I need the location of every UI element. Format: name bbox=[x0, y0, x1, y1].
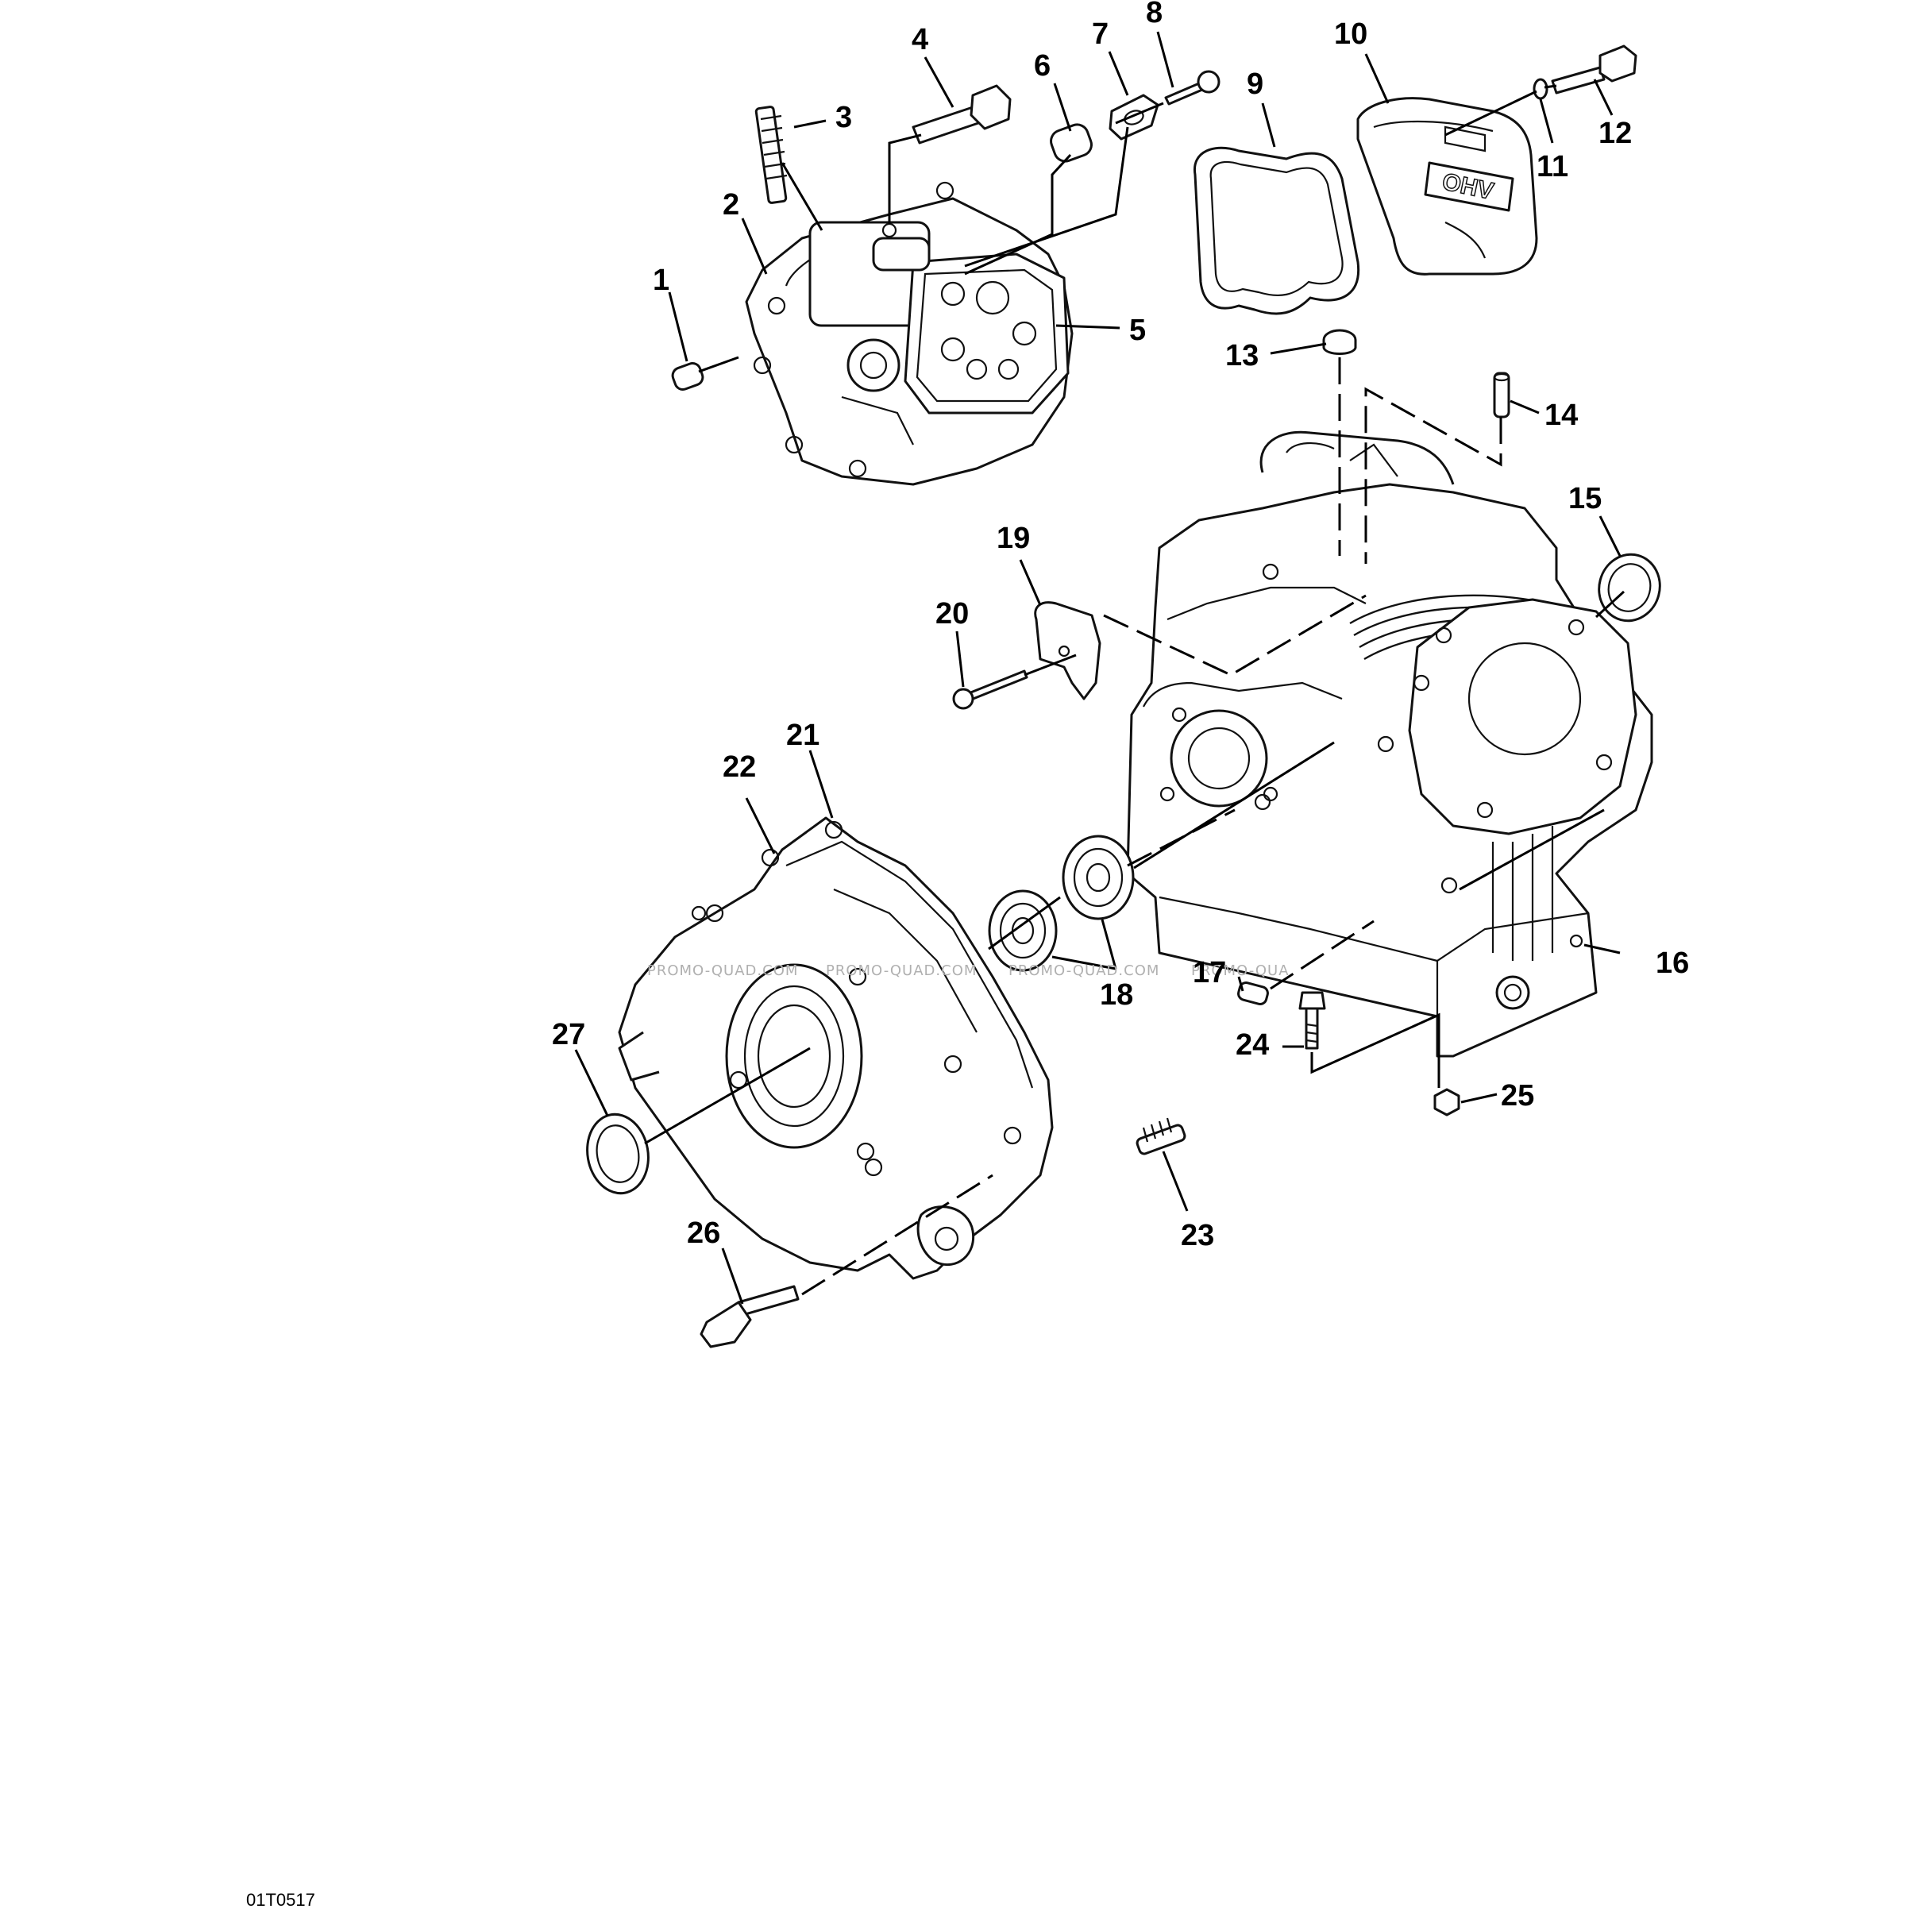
part-20-screw bbox=[952, 669, 1028, 710]
watermark: PROMO-QUAD.COM PROMO-QUAD.COM PROMO-QUAD… bbox=[647, 962, 1290, 979]
part-1-dowel-pin bbox=[671, 362, 704, 391]
callout-9: 9 bbox=[1247, 67, 1263, 101]
callout-12: 12 bbox=[1598, 117, 1632, 150]
callout-25: 25 bbox=[1501, 1079, 1534, 1113]
callout-17: 17 bbox=[1193, 956, 1226, 989]
callout-15: 15 bbox=[1568, 482, 1602, 515]
part-13-plug bbox=[1322, 329, 1357, 355]
watermark-text: PROMO-QUAD.COM bbox=[1008, 962, 1159, 979]
callout-11: 11 bbox=[1537, 150, 1568, 183]
part-16-crankcase bbox=[1126, 430, 1653, 1058]
callout-14: 14 bbox=[1544, 399, 1578, 432]
part-9-cover-gasket bbox=[1194, 146, 1360, 315]
part-6-rocker-pivot bbox=[1050, 123, 1093, 163]
callout-numbers: 1 2 3 4 5 6 7 8 9 10 11 12 13 14 15 16 1… bbox=[552, 0, 1689, 1252]
callout-3: 3 bbox=[835, 101, 852, 134]
part-18-bearing-outer bbox=[1062, 835, 1135, 920]
part-26-bolt bbox=[700, 1285, 800, 1348]
drawing-code: 01T0517 bbox=[246, 1890, 315, 1910]
part-3-stud bbox=[754, 106, 788, 204]
part-21-crankcase-cover bbox=[618, 816, 1054, 1280]
part-25-nut bbox=[1433, 1088, 1460, 1116]
callout-7: 7 bbox=[1092, 17, 1109, 51]
part-4-bolt bbox=[912, 84, 1012, 145]
callout-8: 8 bbox=[1146, 0, 1163, 29]
callout-leaders bbox=[574, 31, 1622, 1305]
callout-24: 24 bbox=[1236, 1028, 1269, 1062]
assembly-guide-lines bbox=[644, 84, 1625, 1296]
part-14-dowel-pin bbox=[1493, 372, 1510, 418]
callout-6: 6 bbox=[1034, 49, 1051, 83]
callout-19: 19 bbox=[997, 522, 1030, 555]
callout-26: 26 bbox=[687, 1217, 720, 1250]
callout-2: 2 bbox=[723, 188, 739, 222]
part-23-stud bbox=[1136, 1117, 1186, 1155]
callout-5: 5 bbox=[1129, 314, 1146, 347]
callout-22: 22 bbox=[723, 750, 756, 784]
part-19-bracket bbox=[1034, 601, 1101, 700]
callout-18: 18 bbox=[1100, 978, 1133, 1012]
part-10-valve-cover: OHV bbox=[1356, 97, 1538, 276]
callout-13: 13 bbox=[1225, 339, 1259, 372]
part-8-screw bbox=[1164, 70, 1221, 106]
part-11-washer bbox=[1533, 78, 1548, 100]
callout-10: 10 bbox=[1334, 17, 1367, 51]
watermark-text: PROMO-QUAD.COM bbox=[826, 962, 977, 979]
part-24-bolt bbox=[1298, 991, 1326, 1050]
part-17-dowel-pin bbox=[1237, 981, 1269, 1005]
callout-20: 20 bbox=[935, 597, 969, 631]
callout-23: 23 bbox=[1181, 1219, 1214, 1252]
part-27-oil-seal bbox=[586, 1113, 650, 1195]
part-18-bearing-inner bbox=[988, 889, 1058, 972]
part-15-oil-seal bbox=[1598, 553, 1661, 623]
callout-16: 16 bbox=[1656, 947, 1689, 980]
watermark-text: PROMO-QUAD.COM bbox=[647, 962, 798, 979]
callout-27: 27 bbox=[552, 1018, 585, 1051]
part-12-bolt bbox=[1551, 44, 1637, 94]
callout-21: 21 bbox=[786, 719, 819, 752]
cylinder-head bbox=[745, 181, 1074, 486]
part-7-guide-plate bbox=[1109, 94, 1159, 141]
callout-4: 4 bbox=[912, 23, 928, 56]
callout-1: 1 bbox=[653, 264, 669, 297]
watermark-text: PROMO-QUA bbox=[1191, 962, 1290, 979]
